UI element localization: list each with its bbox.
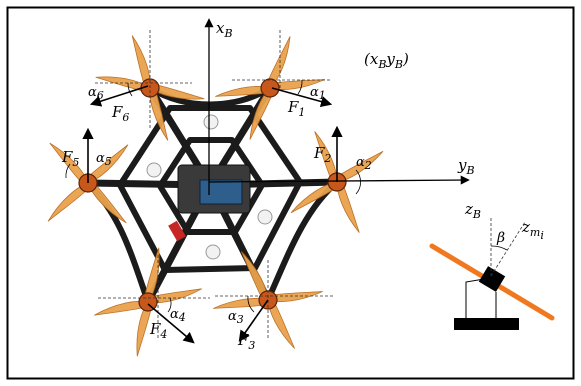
marker-ball — [146, 162, 162, 178]
z-motor-axis-label: zmi — [521, 218, 544, 242]
angle-label-3: α3 — [228, 309, 244, 326]
rotor-1 — [214, 32, 326, 144]
figure-border — [6, 6, 575, 380]
angle-label-6: α6 — [88, 85, 104, 102]
force-label-2: F2 — [313, 144, 331, 165]
x-body-axis-label: xB — [216, 19, 233, 40]
angle-label-5: α5 — [96, 151, 112, 168]
angle-label-2: α2 — [356, 155, 372, 172]
force-label-1: F1 — [287, 98, 305, 119]
rotor-2-annotations: F2 α2 — [313, 125, 372, 195]
rotor-4 — [93, 246, 203, 358]
force-label-3: F3 — [237, 331, 255, 352]
angle-label-1: α1 — [310, 85, 326, 102]
y-body-axis-label: yB — [457, 156, 475, 177]
beta-label: β — [496, 230, 505, 246]
marker-ball — [203, 114, 219, 130]
z-body-axis-label: zB — [464, 200, 481, 221]
force-label-4: F4 — [149, 320, 167, 341]
rotor-3-annotations: α3 F3 — [215, 260, 335, 352]
tilted-motor — [478, 266, 506, 292]
base-plate — [454, 318, 519, 330]
angle-label-4: α4 — [170, 307, 186, 324]
force-label-5: F5 — [61, 148, 79, 169]
marker-ball — [257, 209, 273, 225]
rotor-4-annotations: α4 F4 — [98, 255, 210, 344]
frame-label: (xByB) — [364, 50, 409, 71]
rotor-6-annotations: α6 F6 — [88, 30, 192, 130]
y-body-axis — [208, 175, 470, 185]
rotor-1-annotations: α1 F1 — [232, 30, 333, 119]
force-label-6: F6 — [111, 103, 129, 124]
tilt-inset: β zB zmi — [429, 200, 555, 330]
marker-ball — [205, 244, 221, 260]
rotor-5-annotations: F5 α5 — [61, 127, 112, 183]
